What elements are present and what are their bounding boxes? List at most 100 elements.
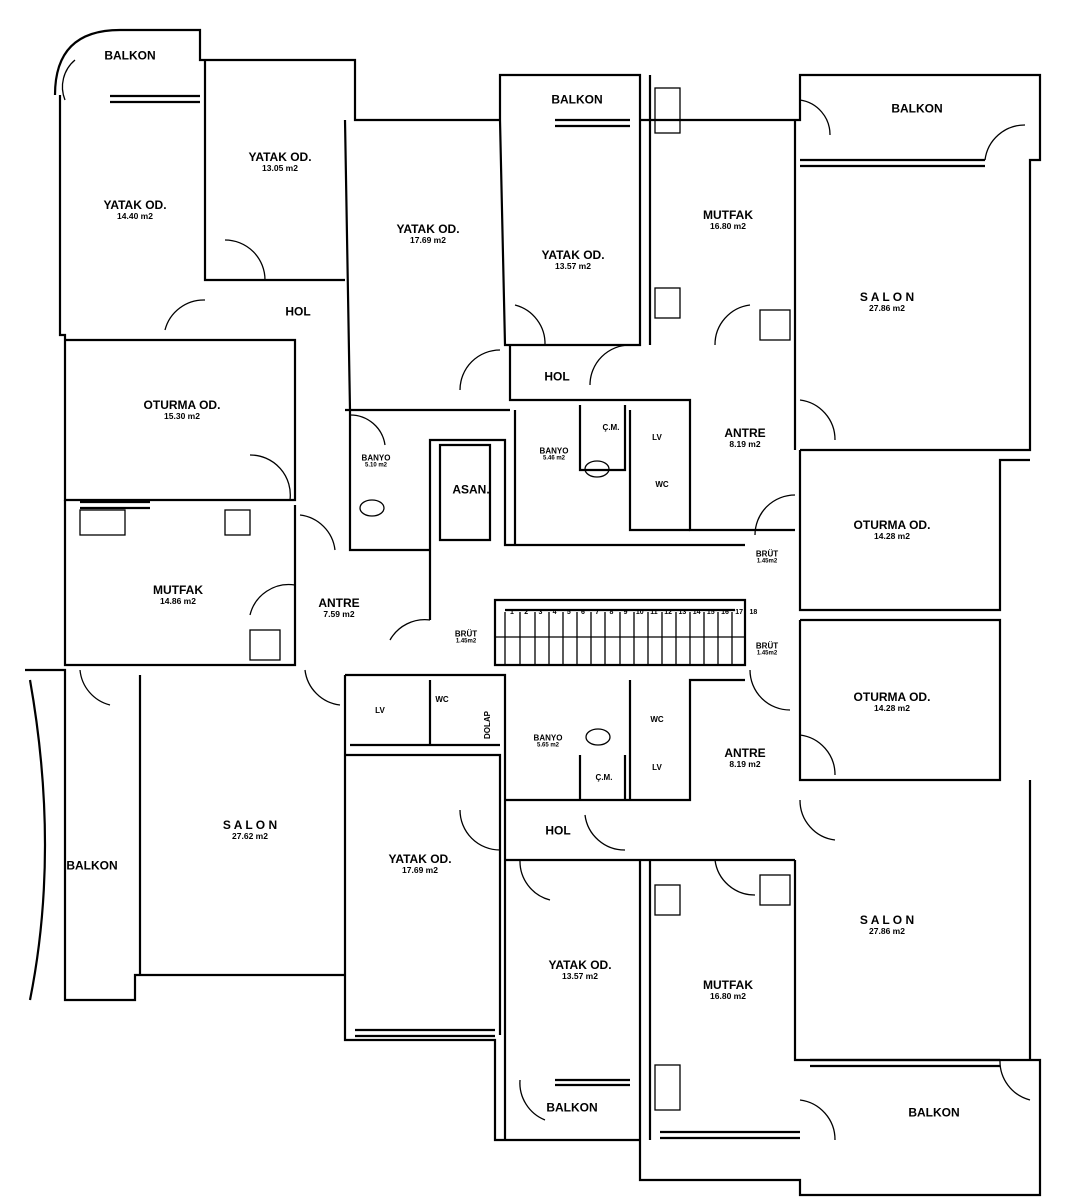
room-name: WC xyxy=(435,694,449,704)
room-label: LV xyxy=(652,763,662,772)
stair-step-number: 11 xyxy=(650,609,658,616)
room-area: 27.62 m2 xyxy=(232,830,268,841)
room-label: HOL xyxy=(285,306,310,319)
room-name: BRÜT xyxy=(454,629,478,639)
room-label: Ç.M. xyxy=(595,772,613,782)
room-name: Ç.M. xyxy=(602,422,620,432)
room-name: MUTFAK xyxy=(703,208,753,223)
room-label: BALKON xyxy=(908,1107,959,1120)
room-label: ASAN. xyxy=(452,484,489,497)
room-name: BANYO xyxy=(539,446,569,456)
room-area: 15.30 m2 xyxy=(164,410,200,421)
room-label: BALKON xyxy=(551,94,602,107)
room-label: BALKON xyxy=(546,1102,597,1115)
room-label: WC xyxy=(435,694,449,704)
room-name: S A L O N xyxy=(222,818,278,833)
room-name: ANTRE xyxy=(318,596,360,611)
stair-step-number: 3 xyxy=(538,609,543,616)
room-name: BALKON xyxy=(546,1100,598,1115)
room-name: MUTFAK xyxy=(703,978,753,993)
room-name: YATAK OD. xyxy=(541,248,605,263)
room-name: OTURMA OD. xyxy=(853,690,931,705)
room-area: 27.86 m2 xyxy=(869,302,905,313)
room-area: 7.59 m2 xyxy=(323,608,355,619)
stair-step-number: 7 xyxy=(595,609,600,616)
room-name: LV xyxy=(652,432,662,442)
walls-stair xyxy=(493,598,747,667)
stair-step-number: 14 xyxy=(692,609,701,616)
stair-step-number: 9 xyxy=(623,609,628,616)
room-label: YATAK OD.13.05 m2 xyxy=(248,151,311,173)
room-name: HOL xyxy=(544,369,570,384)
room-name: S A L O N xyxy=(859,290,915,305)
room-area: 1.45m2 xyxy=(756,651,778,658)
room-name: WC xyxy=(655,479,669,489)
room-name: OTURMA OD. xyxy=(853,518,931,533)
stair-step-number: 2 xyxy=(524,609,529,616)
stair-step-number: 6 xyxy=(581,609,585,616)
room-area: 8.19 m2 xyxy=(729,758,761,769)
room-name: BANYO xyxy=(361,453,391,463)
room-area: 13.57 m2 xyxy=(562,970,598,981)
room-name: Ç.M. xyxy=(595,772,613,782)
toilet-icon xyxy=(584,460,610,478)
room-label: YATAK OD.17.69 m2 xyxy=(396,223,459,245)
room-label: BALKON xyxy=(891,103,942,116)
stair-step-number: 18 xyxy=(749,609,758,616)
room-area: 17.69 m2 xyxy=(410,234,446,245)
room-name: YATAK OD. xyxy=(103,198,167,213)
room-name: BALKON xyxy=(908,1105,960,1120)
stove-icon xyxy=(654,884,681,916)
room-area: 8.19 m2 xyxy=(729,438,761,449)
room-name: OTURMA OD. xyxy=(143,398,221,413)
sink-icon xyxy=(654,1064,681,1111)
room-area: 16.80 m2 xyxy=(710,990,746,1001)
room-label: LV xyxy=(652,432,662,442)
room-label: BALKON xyxy=(66,860,117,873)
room-name: WC xyxy=(650,714,664,724)
room-name: BALKON xyxy=(551,92,603,107)
room-area: 5.65 m2 xyxy=(536,743,560,750)
stair-step-number: 8 xyxy=(609,609,614,616)
windows xyxy=(80,94,1000,1140)
fixtures xyxy=(79,87,791,1111)
room-area: 13.57 m2 xyxy=(555,260,591,271)
room-name: BALKON xyxy=(66,858,118,873)
stair-step-number: 13 xyxy=(678,609,687,616)
room-area: 14.28 m2 xyxy=(874,702,910,713)
toilet-icon xyxy=(359,499,385,517)
room-label: OTURMA OD.15.30 m2 xyxy=(144,399,221,421)
room-label: YATAK OD.13.57 m2 xyxy=(548,959,611,981)
room-name: MUTFAK xyxy=(153,583,203,598)
room-label: OTURMA OD.14.28 m2 xyxy=(854,691,931,713)
room-area: 14.28 m2 xyxy=(874,530,910,541)
room-name: HOL xyxy=(285,304,311,319)
room-area: 1.45m2 xyxy=(756,559,778,566)
room-name: DOLAP xyxy=(482,711,492,739)
room-area: 1.45m2 xyxy=(455,639,477,646)
room-name: BALKON xyxy=(104,48,156,63)
room-label: BALKON xyxy=(104,50,155,63)
room-area: 16.80 m2 xyxy=(710,220,746,231)
room-label: LV xyxy=(375,706,385,715)
appliance-icon xyxy=(759,874,791,906)
room-name: BRÜT xyxy=(755,549,779,559)
room-area: 27.86 m2 xyxy=(869,925,905,936)
stair-step-number: 1 xyxy=(510,609,514,616)
stair-step-number: 15 xyxy=(706,609,715,616)
room-name: S A L O N xyxy=(859,913,915,928)
room-label: DOLAP xyxy=(482,711,492,739)
stove-icon xyxy=(654,287,681,319)
room-area: 17.69 m2 xyxy=(402,864,438,875)
